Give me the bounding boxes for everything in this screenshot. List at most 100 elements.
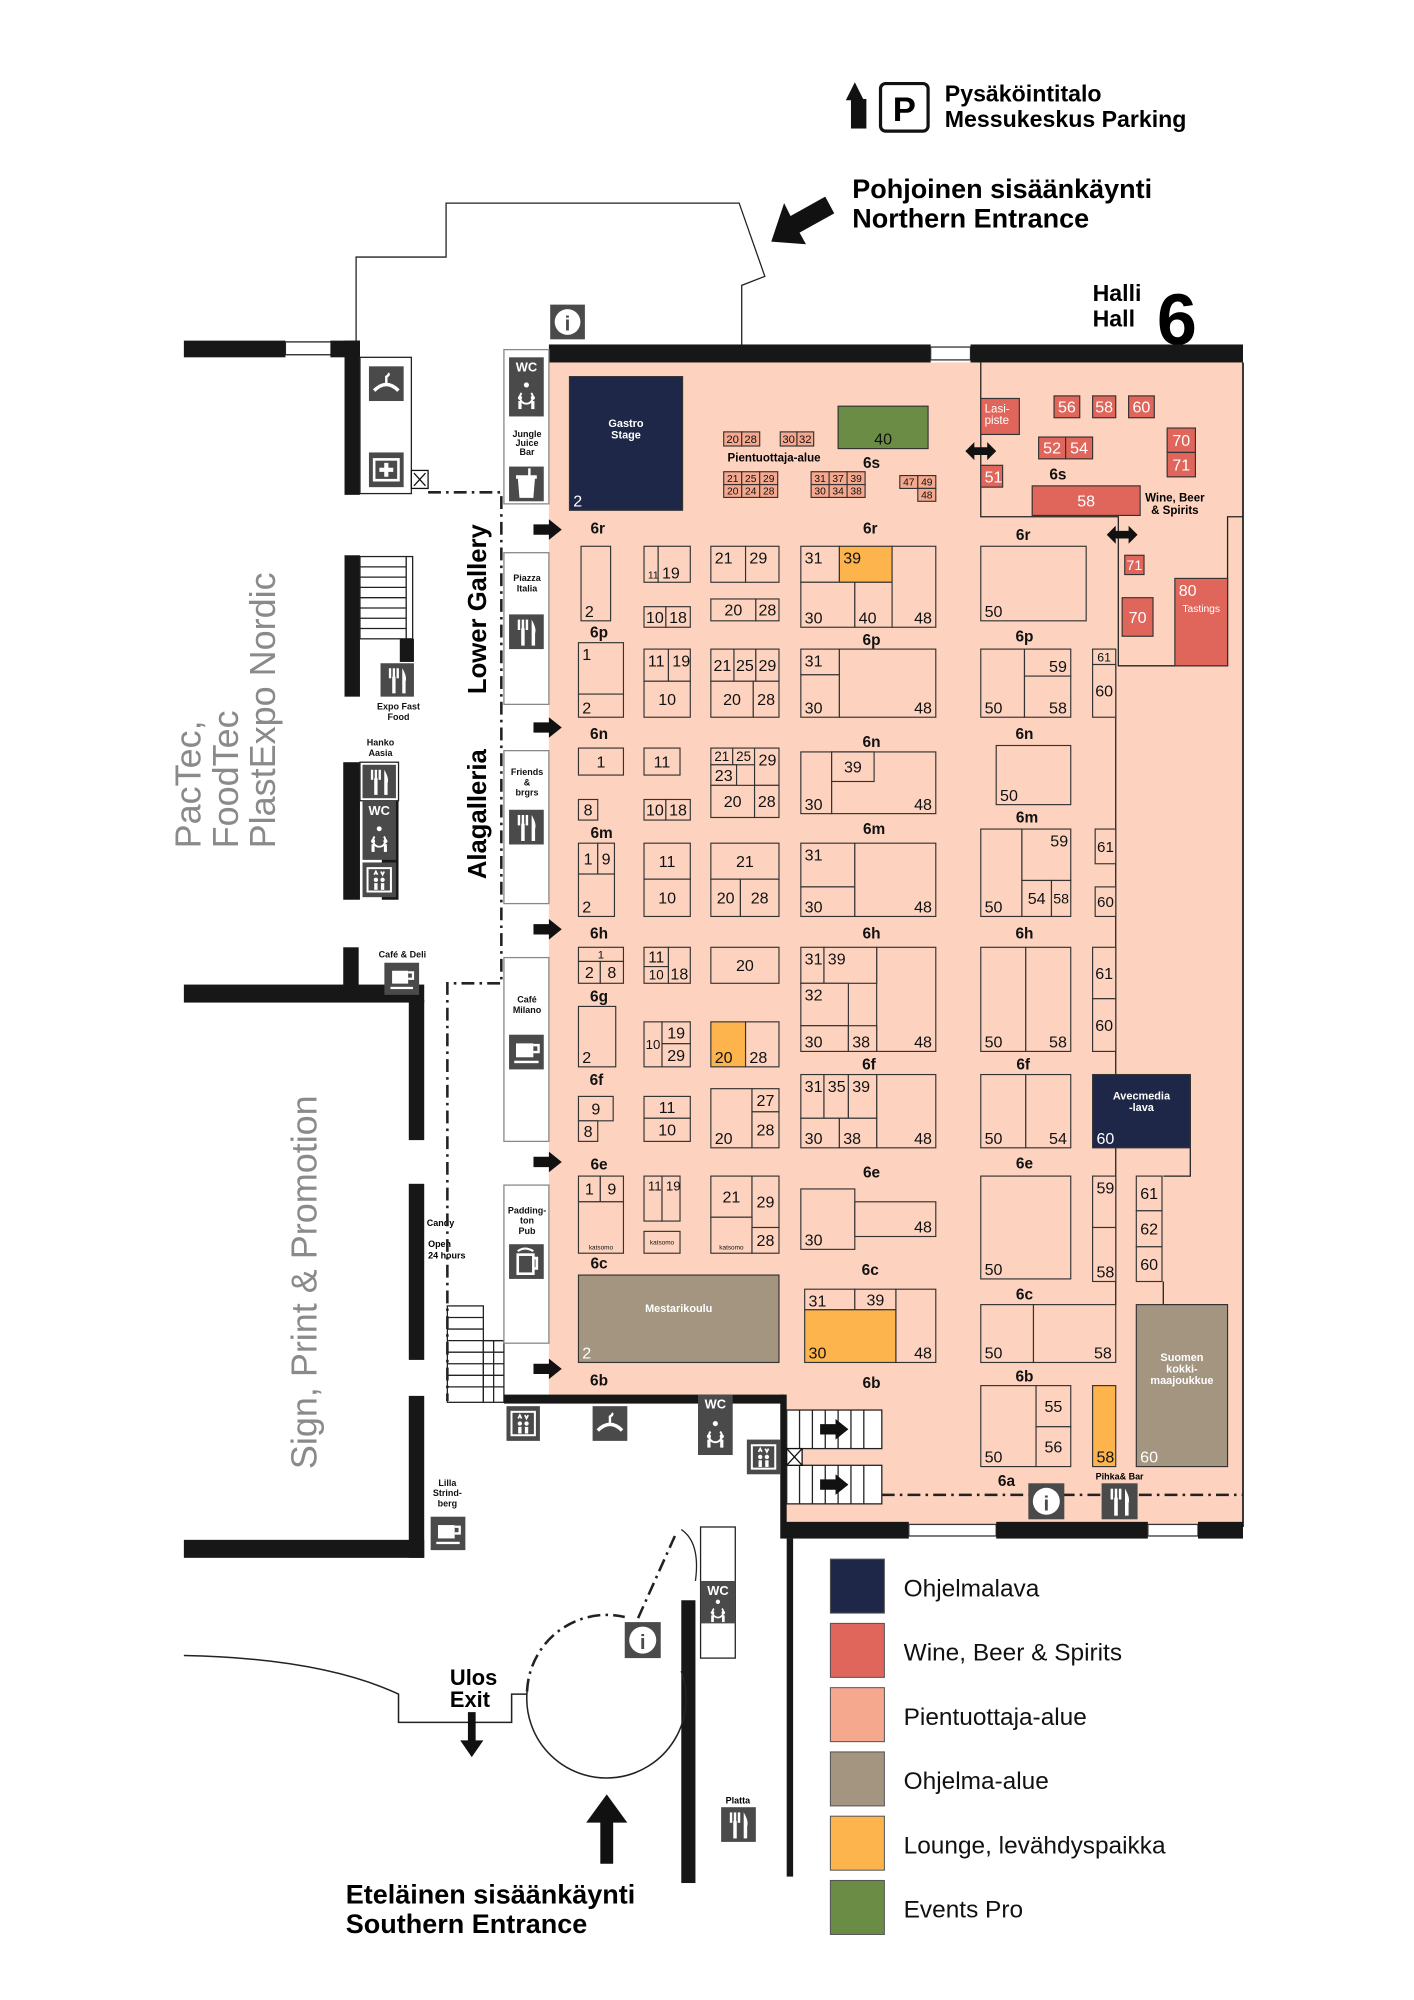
booth-wine[interactable] [1174, 577, 1229, 667]
booth[interactable]: 10 [643, 1117, 691, 1142]
booth[interactable]: 20 [710, 878, 741, 918]
booth[interactable]: 28 [753, 784, 780, 819]
booth[interactable]: 1 [577, 747, 625, 776]
booth[interactable]: 11 [643, 648, 670, 682]
booth-standard[interactable] [980, 1385, 1037, 1468]
booth-standard[interactable] [753, 747, 780, 786]
booth-standard[interactable] [580, 545, 612, 622]
booth[interactable]: 21 [710, 747, 734, 766]
booth[interactable]: 9 [577, 1095, 614, 1122]
booth-standard[interactable] [980, 648, 1026, 718]
booth-standard[interactable] [1094, 828, 1117, 865]
booth[interactable]: 48 [891, 545, 937, 628]
booth[interactable]: 28 [741, 431, 761, 447]
booth-standard[interactable] [751, 1226, 780, 1254]
booth-wine[interactable] [1065, 436, 1094, 460]
booth[interactable]: 25 [733, 648, 757, 682]
booth[interactable]: 37 [828, 471, 848, 486]
booth[interactable]: 10 [643, 1021, 663, 1068]
booth[interactable]: 60 [1128, 395, 1155, 419]
booth-standard[interactable] [739, 878, 780, 918]
booth-lounge[interactable] [1092, 1385, 1117, 1468]
booth-standard[interactable] [1035, 1385, 1072, 1428]
booth-standard[interactable] [800, 1117, 840, 1149]
info-point-icon[interactable]: i [624, 1622, 661, 1659]
booth-standard[interactable] [753, 784, 780, 819]
booth[interactable]: 39 [854, 1288, 897, 1311]
booth[interactable]: 21 [723, 471, 743, 486]
booth[interactable]: 59 [1092, 1175, 1117, 1229]
booth-lounge[interactable] [804, 1309, 897, 1364]
booth[interactable]: 31 [800, 1073, 825, 1119]
booth-wine[interactable] [980, 397, 1020, 436]
booth[interactable]: 20 [710, 680, 754, 718]
booth[interactable]: 30 [810, 483, 830, 499]
booth[interactable]: 18 [667, 946, 691, 984]
booth[interactable]: 58 [1032, 1304, 1117, 1364]
booth-standard[interactable] [980, 946, 1027, 1052]
booth[interactable]: 71 [1124, 554, 1145, 576]
booth-events[interactable] [837, 405, 929, 450]
booth[interactable]: 29 [751, 1175, 780, 1229]
booth-standard[interactable] [577, 1005, 617, 1068]
booth[interactable]: 52 [1038, 436, 1067, 460]
booth[interactable]: 48 [895, 1288, 937, 1364]
booth[interactable]: 59 [1021, 828, 1072, 882]
booth[interactable]: 54 [1065, 436, 1094, 460]
booth-standard[interactable] [1025, 946, 1072, 1052]
booth-standard[interactable] [577, 1095, 614, 1122]
booth[interactable]: 50 [980, 1073, 1027, 1149]
booth[interactable]: 60 [1092, 998, 1117, 1052]
booth-standard[interactable] [980, 1073, 1027, 1149]
booth[interactable]: 58 [1031, 485, 1141, 517]
booth-wine[interactable] [1128, 395, 1155, 419]
booth-standard[interactable] [847, 1025, 878, 1052]
info-point-icon[interactable]: i [1028, 1483, 1065, 1520]
booth-standard[interactable] [800, 1188, 856, 1250]
booth[interactable]: 50 [980, 1304, 1035, 1364]
booth-standard[interactable] [854, 581, 893, 628]
booth[interactable]: 30 [800, 581, 856, 628]
booth-standard[interactable] [854, 1201, 937, 1238]
booth[interactable]: 25 [741, 471, 761, 486]
booth-standard[interactable] [643, 842, 691, 880]
booth[interactable]: 28 [751, 1111, 780, 1149]
booth[interactable]: 50 [980, 648, 1026, 718]
booth[interactable]: 39 [823, 946, 878, 984]
booth[interactable]: 2 [577, 960, 601, 984]
booth-standard[interactable] [667, 946, 691, 984]
booth[interactable]: 54 [1025, 1073, 1072, 1149]
booth-standard[interactable] [1092, 998, 1117, 1052]
booth-standard[interactable] [876, 946, 937, 1052]
booth-standard[interactable] [1021, 828, 1072, 882]
booth[interactable]: 31 [800, 545, 840, 583]
booth[interactable]: 50 [980, 828, 1023, 918]
booth-standard[interactable] [980, 545, 1087, 622]
booth[interactable]: 55 [1035, 1385, 1072, 1428]
booth[interactable]: 31 [800, 648, 840, 676]
booth-standard[interactable] [751, 1175, 780, 1229]
booth[interactable]: 30 [800, 674, 840, 718]
booth[interactable]: 2 [580, 545, 612, 622]
booth[interactable]: 59 [1023, 648, 1072, 677]
booth[interactable]: 25 [732, 747, 756, 766]
booth[interactable]: 30 [779, 431, 798, 447]
booth[interactable]: 58 [1092, 1385, 1117, 1468]
booth-standard[interactable] [800, 982, 849, 1027]
booth[interactable]: 10 [643, 798, 667, 821]
booth-standard[interactable] [577, 873, 616, 918]
booth-standard[interactable] [577, 747, 625, 776]
booth[interactable]: 8 [577, 798, 599, 821]
booth[interactable]: 60 [1094, 886, 1117, 918]
booth-standard[interactable] [1035, 1426, 1072, 1468]
booth-standard[interactable] [744, 545, 780, 583]
booth[interactable]: 49 [917, 475, 937, 490]
booth[interactable]: 20 [723, 431, 743, 447]
booth-standard[interactable] [847, 1073, 878, 1119]
booth-standard[interactable] [854, 842, 937, 918]
booth[interactable]: 28 [751, 1226, 780, 1254]
booth-standard[interactable] [665, 606, 691, 628]
booth[interactable]: 8 [577, 1120, 599, 1142]
